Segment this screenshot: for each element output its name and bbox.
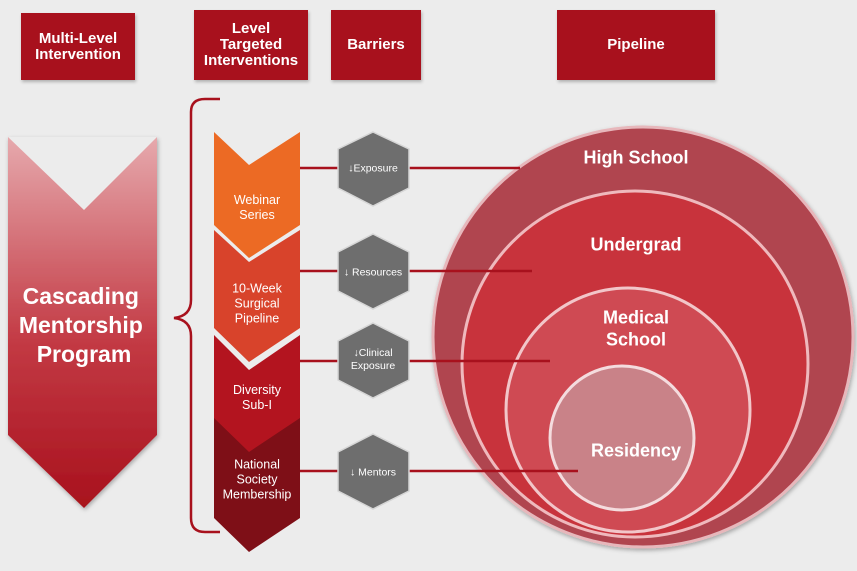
barrier-hexagon-resources <box>337 233 410 310</box>
header-barriers: Barriers <box>331 10 421 80</box>
intervention-chevron-webinar <box>214 132 300 258</box>
label-line: Exposure <box>351 360 396 372</box>
label-line: Undergrad <box>590 234 681 254</box>
barrier-hexagon-exposure <box>337 131 410 207</box>
label-line: Series <box>239 208 274 222</box>
label-line: ↓Exposure <box>348 163 398 175</box>
program-chevron <box>8 137 157 508</box>
header-multi-level-intervention: Multi-Level Intervention <box>21 13 135 80</box>
header-pipeline: Pipeline <box>557 10 715 80</box>
label-line: 10-Week <box>232 281 283 295</box>
label-line: Membership <box>223 487 292 501</box>
intervention-chevron-surgical-pipeline <box>214 230 300 362</box>
label-line: Residency <box>591 440 681 460</box>
program-title-line: Mentorship <box>19 312 143 338</box>
label-line: ↓ Mentors <box>350 467 396 479</box>
program-chevron-notch <box>8 137 157 210</box>
label-line: High School <box>584 147 689 167</box>
program-title-line: Program <box>37 341 132 367</box>
barrier-label-resources: ↓ Resources <box>344 267 402 279</box>
pipeline-circle-residency <box>548 364 696 512</box>
label-line: Diversity <box>233 383 282 397</box>
label-line: Pipeline <box>235 311 280 325</box>
label-line: Surgical <box>234 296 279 310</box>
program-title-line: Cascading <box>23 283 139 309</box>
label-line: ↓Clinical <box>353 347 392 359</box>
pipeline-label-residency: Residency <box>591 440 681 460</box>
pipeline-label-high-school: High School <box>584 147 689 167</box>
label-line: Webinar <box>234 193 280 207</box>
barrier-label-exposure: ↓Exposure <box>348 163 398 175</box>
label-line: ↓ Resources <box>344 267 402 279</box>
brace <box>173 97 220 534</box>
barrier-hexagon-clinical-exposure <box>337 322 410 399</box>
pipeline-label-undergrad: Undergrad <box>590 234 681 254</box>
label-line: National <box>234 457 280 471</box>
label-line: Society <box>237 472 279 486</box>
intervention-chevron-national-society <box>214 412 300 552</box>
barrier-hexagon-mentors <box>337 433 410 510</box>
label-line: Medical <box>603 307 669 327</box>
header-level-targeted-interventions: Level Targeted Interventions <box>194 10 308 80</box>
barrier-label-mentors: ↓ Mentors <box>350 467 396 479</box>
label-line: Sub-I <box>242 398 272 412</box>
label-line: School <box>606 329 666 349</box>
intervention-chevron-diversity-subi <box>214 335 300 452</box>
program-title: Cascading Mentorship Program <box>19 283 149 367</box>
